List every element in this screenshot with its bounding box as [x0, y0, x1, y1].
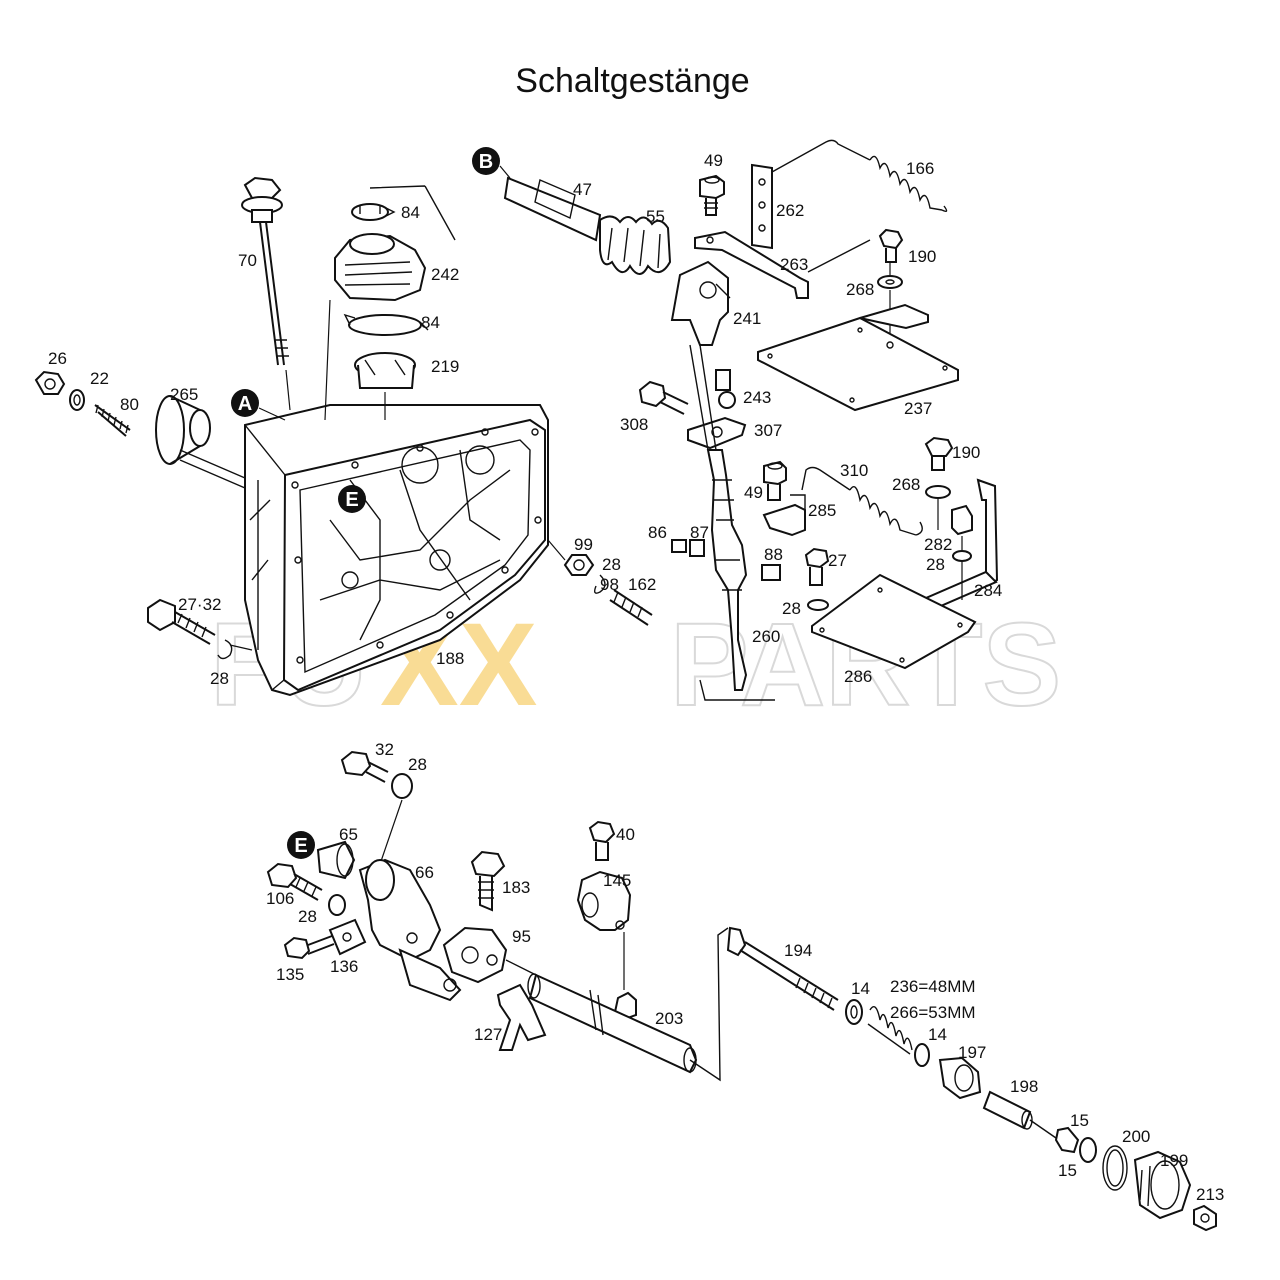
- shift-lever-group: [503, 176, 781, 701]
- label-285: 285: [808, 501, 836, 520]
- label-213: 213: [1196, 1185, 1224, 1204]
- label-190-top: 190: [908, 247, 936, 266]
- label-183: 183: [502, 878, 530, 897]
- label-88: 88: [764, 545, 783, 564]
- label-28-mid: 28: [602, 555, 621, 574]
- label-198: 198: [1010, 1077, 1038, 1096]
- label-14-lower: 14: [928, 1025, 947, 1044]
- label-190-mid: 190: [952, 443, 980, 462]
- label-237: 237: [904, 399, 932, 418]
- marker-e-bottom-text: E: [294, 835, 307, 857]
- label-28-left: 28: [210, 669, 229, 688]
- label-266-53mm: 266=53MM: [890, 1003, 976, 1022]
- label-268-top: 268: [846, 280, 874, 299]
- spring-310-group: [762, 460, 923, 537]
- label-242: 242: [431, 265, 459, 284]
- label-188: 188: [436, 649, 464, 668]
- label-26: 26: [48, 349, 67, 368]
- label-135: 135: [276, 965, 304, 984]
- marker-a: A: [231, 389, 286, 421]
- label-136: 136: [330, 957, 358, 976]
- stud-nut-99-98: [547, 539, 653, 626]
- label-27-32: 27·32: [178, 595, 221, 614]
- gearbox-housing-group: [244, 404, 549, 697]
- plate-237: [757, 303, 959, 412]
- label-55: 55: [646, 207, 665, 226]
- label-65: 65: [339, 825, 358, 844]
- label-40: 40: [616, 825, 635, 844]
- part-labels: 26 22 80 265 70 84 242 84 219 27·32 28 1…: [48, 151, 1224, 1204]
- label-145: 145: [603, 871, 631, 890]
- label-80: 80: [120, 395, 139, 414]
- label-106: 106: [266, 889, 294, 908]
- label-28-right-upper: 28: [926, 555, 945, 574]
- label-27-right: 27: [828, 551, 847, 570]
- bolt-49-top: [699, 174, 725, 216]
- label-200: 200: [1122, 1127, 1150, 1146]
- label-28-bottom-mid: 28: [298, 907, 317, 926]
- label-219: 219: [431, 357, 459, 376]
- marker-e-bottom: E: [287, 831, 315, 859]
- label-268-mid: 268: [892, 475, 920, 494]
- label-84-upper: 84: [401, 203, 420, 222]
- label-15-upper: 15: [1070, 1111, 1089, 1130]
- label-98: 98: [600, 575, 619, 594]
- label-307: 307: [754, 421, 782, 440]
- label-284: 284: [974, 581, 1002, 600]
- label-203: 203: [655, 1009, 683, 1028]
- label-15-lower: 15: [1058, 1161, 1077, 1180]
- label-236-48mm: 236=48MM: [890, 977, 976, 996]
- label-87: 87: [690, 523, 709, 542]
- label-70: 70: [238, 251, 257, 270]
- shift-boot-stack: [324, 185, 456, 421]
- label-197: 197: [958, 1043, 986, 1062]
- marker-b: B: [472, 147, 511, 179]
- label-263: 263: [780, 255, 808, 274]
- label-260: 260: [752, 627, 780, 646]
- label-243: 243: [743, 388, 771, 407]
- label-99: 99: [574, 535, 593, 554]
- label-47: 47: [573, 180, 592, 199]
- label-86: 86: [648, 523, 667, 542]
- page-title: Schaltgestänge: [515, 62, 750, 100]
- label-49-top: 49: [704, 151, 723, 170]
- marker-e-top-text: E: [345, 489, 358, 511]
- label-308: 308: [620, 415, 648, 434]
- marker-b-text: B: [479, 151, 493, 173]
- label-282: 282: [924, 535, 952, 554]
- bracket-spring-group: [694, 139, 948, 299]
- label-199: 199: [1160, 1151, 1188, 1170]
- label-265: 265: [170, 385, 198, 404]
- label-286: 286: [844, 667, 872, 686]
- label-166: 166: [906, 159, 934, 178]
- label-310: 310: [840, 461, 868, 480]
- label-28-bottom-top: 28: [408, 755, 427, 774]
- label-162: 162: [628, 575, 656, 594]
- label-84-lower: 84: [421, 313, 440, 332]
- left-shaft-parts: [34, 370, 246, 489]
- label-14-upper: 14: [851, 979, 870, 998]
- label-241: 241: [733, 309, 761, 328]
- label-22: 22: [90, 369, 109, 388]
- label-262: 262: [776, 201, 804, 220]
- label-127: 127: [474, 1025, 502, 1044]
- marker-a-text: A: [238, 393, 252, 415]
- label-32: 32: [375, 740, 394, 759]
- bolt-27-32-group: [147, 598, 253, 660]
- label-66: 66: [415, 863, 434, 882]
- label-95: 95: [512, 927, 531, 946]
- bolt-190-top: [877, 228, 904, 345]
- long-bolt-70: [241, 176, 291, 411]
- label-28-right-lower: 28: [782, 599, 801, 618]
- label-194: 194: [784, 941, 812, 960]
- selector-shaft-group: [266, 750, 1217, 1232]
- marker-e-top: E: [338, 485, 366, 513]
- label-49-mid: 49: [744, 483, 763, 502]
- plate-286-group: [804, 547, 977, 670]
